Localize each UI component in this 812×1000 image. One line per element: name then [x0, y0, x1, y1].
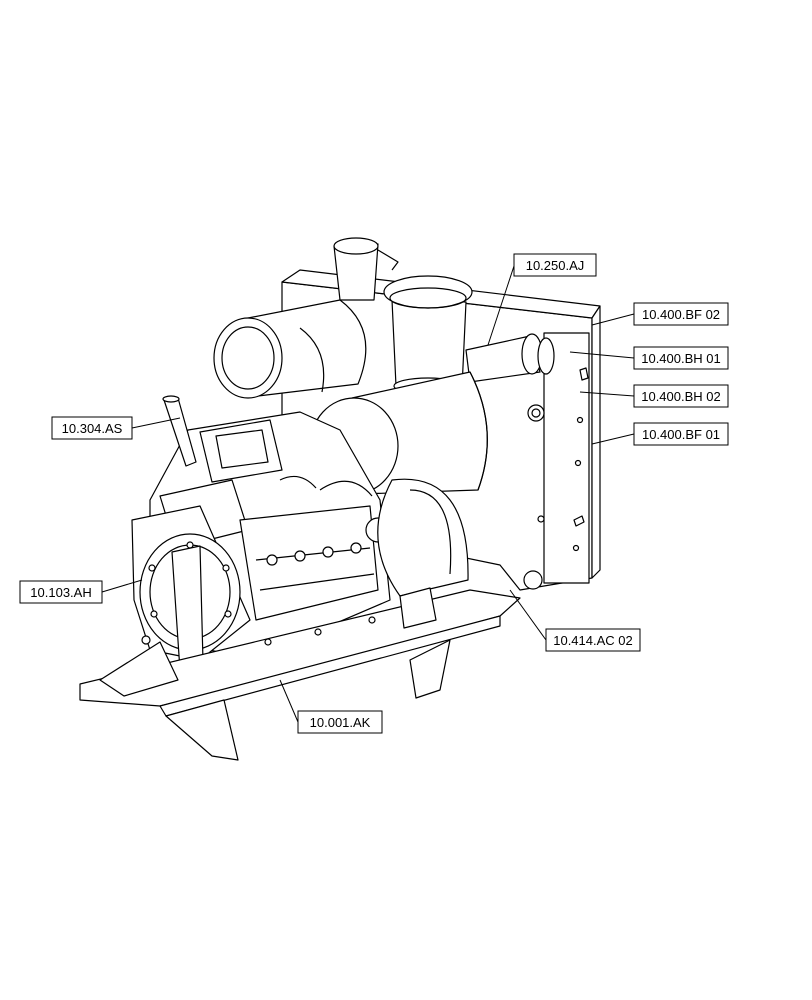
svg-text:10.400.BH 02: 10.400.BH 02: [641, 389, 721, 404]
callout-10-400-bh-02[interactable]: 10.400.BH 02: [633, 384, 729, 408]
callout-10-250-aj[interactable]: 10.250.AJ: [513, 253, 597, 277]
svg-text:10.400.BF 01: 10.400.BF 01: [642, 427, 720, 442]
callout-10-400-bf-01[interactable]: 10.400.BF 01: [633, 422, 729, 446]
air-cleaner-left: [213, 299, 367, 399]
svg-text:10.414.AC 02: 10.414.AC 02: [553, 633, 633, 648]
fan-shroud: [377, 478, 469, 597]
filler-tube: [162, 395, 197, 467]
svg-text:10.400.BF 02: 10.400.BF 02: [642, 307, 720, 322]
callout-10-103-ah[interactable]: 10.103.AH: [19, 580, 103, 604]
callout-10-001-ak[interactable]: 10.001.AK: [297, 710, 383, 734]
svg-text:10.250.AJ: 10.250.AJ: [526, 258, 585, 273]
engine-drawing: [79, 237, 601, 761]
intake-tube: [465, 333, 555, 383]
callout-10-400-bf-02[interactable]: 10.400.BF 02: [633, 302, 729, 326]
callout-10-400-bh-01[interactable]: 10.400.BH 01: [633, 346, 729, 370]
base-frame: [79, 587, 521, 761]
exhaust-stack: [333, 237, 399, 301]
callout-labels: 10.250.AJ 10.400.BF 02 10.400.BH 01 10.4…: [19, 253, 729, 734]
svg-text:10.001.AK: 10.001.AK: [310, 715, 371, 730]
callout-10-414-ac-02[interactable]: 10.414.AC 02: [545, 628, 641, 652]
svg-text:10.400.BH 01: 10.400.BH 01: [641, 351, 721, 366]
svg-text:10.304.AS: 10.304.AS: [62, 421, 123, 436]
leader-lines: [101, 265, 635, 723]
callout-10-304-as[interactable]: 10.304.AS: [51, 416, 133, 440]
svg-text:10.103.AH: 10.103.AH: [30, 585, 91, 600]
